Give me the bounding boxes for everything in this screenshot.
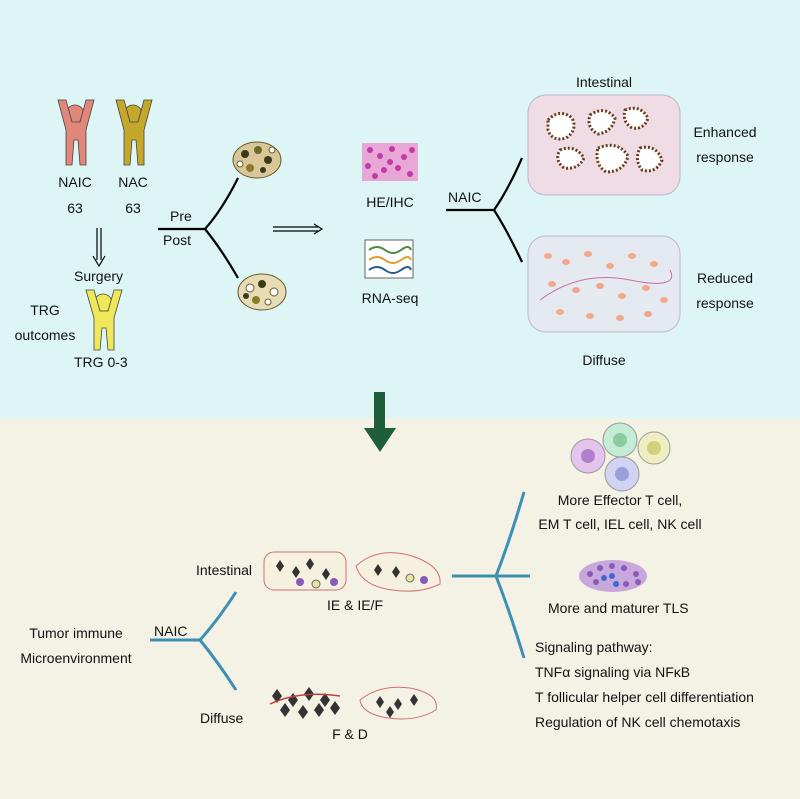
- rna-seq-image-icon: [364, 239, 414, 279]
- post-tumor-cluster-icon: [237, 273, 287, 311]
- effector-label-2: EM T cell, IEL cell, NK cell: [538, 516, 702, 532]
- naic-count: 63: [67, 200, 83, 216]
- pathway-item: Regulation of NK cell chemotaxis: [535, 714, 741, 730]
- bottom-right-fork: [452, 491, 530, 659]
- he-ihc-image-icon: [362, 143, 418, 181]
- pathway-item: TNFα signaling via NFκB: [535, 664, 691, 680]
- post-label: Post: [163, 232, 192, 248]
- trg-range-label: TRG 0-3: [74, 354, 128, 370]
- effector-label-1: More Effector T cell,: [557, 492, 683, 508]
- ie-cell-cluster-icon: [263, 551, 347, 591]
- naic-person-icon: [57, 99, 95, 166]
- nac-person-icon: [115, 99, 153, 166]
- rna-seq-label: RNA-seq: [361, 290, 419, 306]
- pathway-item: T follicular helper cell differentiation: [535, 689, 754, 705]
- intestinal-histology-icon: [527, 94, 681, 196]
- f-cell-cluster-icon: [269, 687, 341, 719]
- transition-down-arrow: [364, 392, 396, 452]
- naic-top-fork: [446, 157, 524, 263]
- bottom-naic-label: NAIC: [154, 623, 188, 639]
- reduced-response-label: response: [696, 295, 754, 311]
- immune-cells-icon: [570, 422, 671, 492]
- bottom-panel: [0, 418, 800, 799]
- fd-label: F & D: [332, 726, 368, 742]
- bottom-intestinal-label: Intestinal: [196, 562, 253, 578]
- d-cell-cluster-icon: [359, 686, 437, 720]
- diffuse-top-label: Diffuse: [582, 352, 626, 368]
- pathway-title: Signaling pathway:: [535, 639, 653, 655]
- ie-f-cell-cluster-icon: [355, 552, 441, 592]
- ie-label: IE & IE/F: [326, 597, 383, 613]
- reduced-label: Reduced: [696, 270, 754, 286]
- surgery-label: Surgery: [74, 268, 124, 284]
- tme-label-1: Tumor immune: [29, 625, 123, 641]
- nac-label: NAC: [118, 174, 148, 190]
- diffuse-histology-icon: [527, 235, 681, 333]
- pre-label: Pre: [170, 208, 192, 224]
- trg-label: TRG: [30, 302, 60, 318]
- bottom-naic-fork: [150, 591, 238, 691]
- enhanced-label: Enhanced: [693, 124, 757, 140]
- tme-label-2: Microenvironment: [20, 650, 132, 666]
- pre-tumor-cluster-icon: [232, 141, 282, 179]
- top-panel: [0, 0, 800, 418]
- surgery-arrow: [92, 228, 106, 268]
- trg-person-icon: [85, 289, 123, 351]
- nac-count: 63: [125, 200, 141, 216]
- tls-structure-icon: [579, 560, 647, 592]
- process-arrow: [273, 223, 324, 235]
- enhanced-response-label: response: [696, 149, 754, 165]
- intestinal-top-label: Intestinal: [575, 74, 633, 90]
- he-ihc-label: HE/IHC: [366, 194, 414, 210]
- outcomes-label: outcomes: [14, 327, 76, 343]
- pre-post-fork: [158, 177, 239, 279]
- naic-branch-label: NAIC: [448, 189, 482, 205]
- naic-label: NAIC: [58, 174, 92, 190]
- tls-label: More and maturer TLS: [548, 600, 689, 616]
- bottom-diffuse-label: Diffuse: [200, 710, 244, 726]
